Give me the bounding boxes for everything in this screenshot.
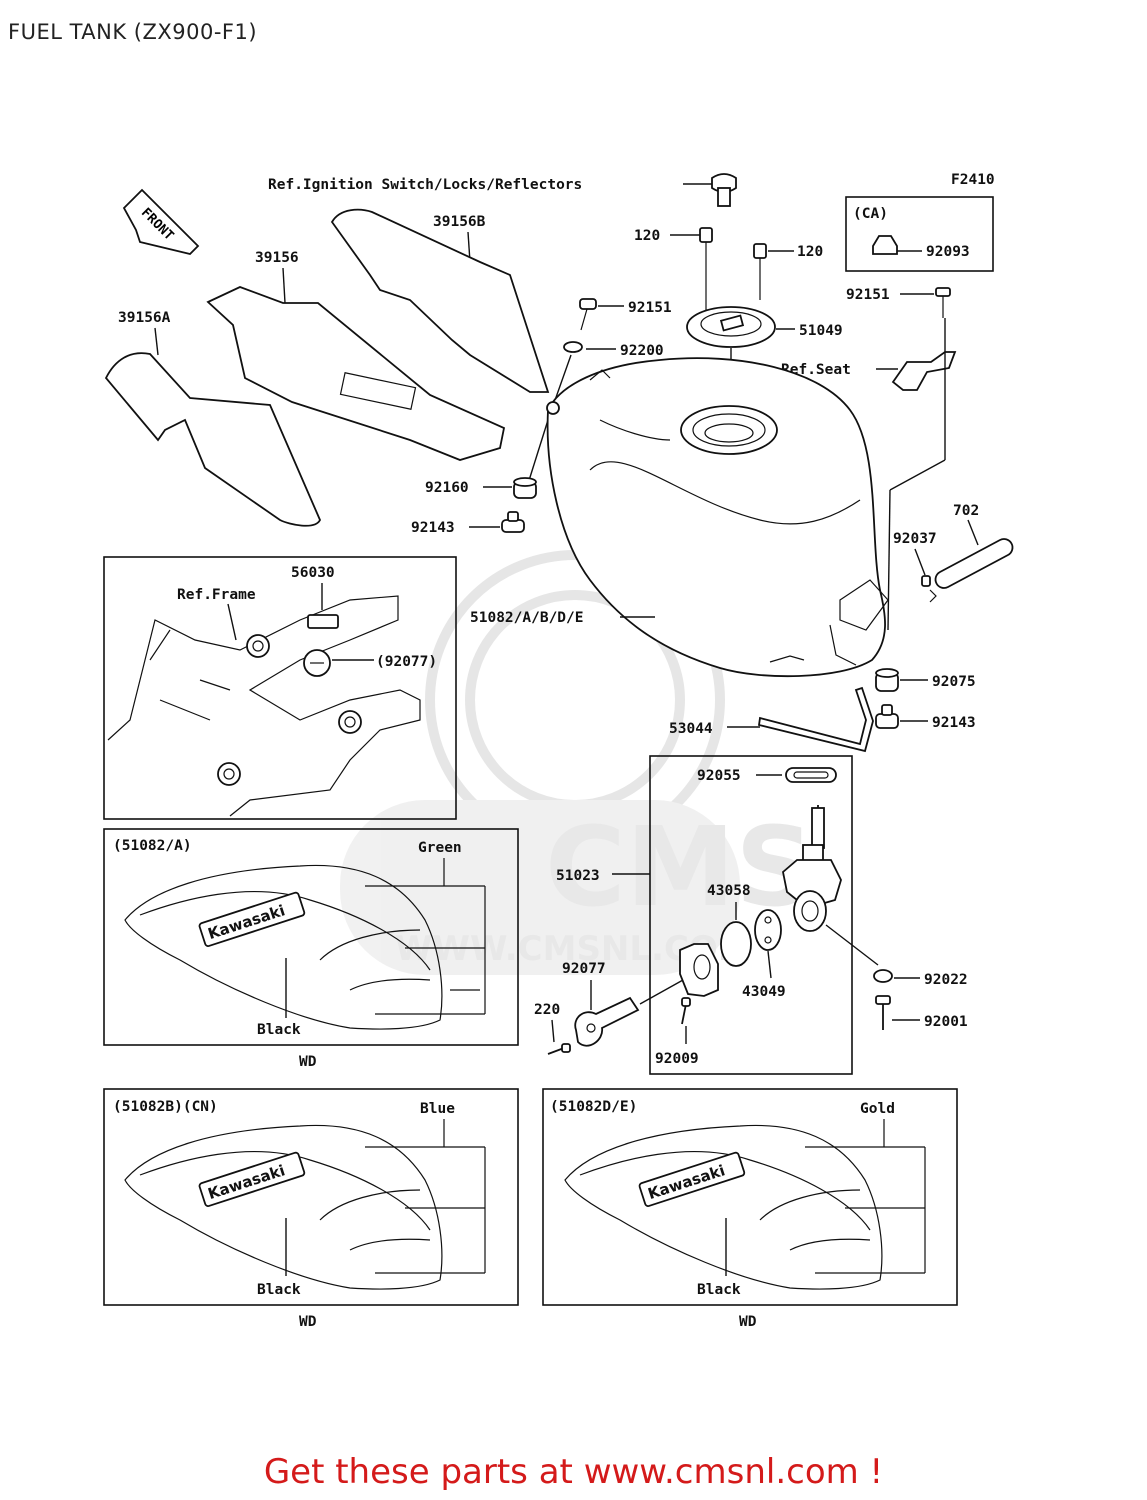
screw-icon xyxy=(681,997,691,1025)
part-92075: 92075 xyxy=(932,674,976,690)
part-51023: 51023 xyxy=(556,868,600,884)
part-51082: 51082/A/B/D/E xyxy=(470,610,584,626)
hose-clamp-icon xyxy=(921,575,937,603)
footer-call-to-action: Get these parts at www.cmsnl.com ! xyxy=(0,1452,1147,1492)
part-39156A: 39156A xyxy=(118,310,171,326)
part-92055: 92055 xyxy=(697,768,741,784)
cap-nut-icon xyxy=(872,235,898,255)
ref-frame-label: Ref.Frame xyxy=(177,587,256,603)
footer-suffix: ! xyxy=(858,1452,884,1492)
bolt-icon xyxy=(699,227,713,310)
variant-3-lower-color: Black xyxy=(697,1282,741,1298)
variant-1-note: WD xyxy=(299,1054,317,1070)
gasket-filter-icon xyxy=(754,909,782,951)
filler-cap-ring xyxy=(686,306,776,348)
liner-39156B xyxy=(330,208,550,393)
bolt-icon xyxy=(935,287,951,318)
variant-panel-3: (51082D/E) Gold Kawasaki Black WD xyxy=(542,1088,958,1330)
ignition-cap-icon xyxy=(711,173,737,207)
fuel-cock-body xyxy=(782,805,842,932)
fuel-hose xyxy=(934,538,1014,589)
bolt-icon xyxy=(753,243,767,300)
variant-2-lower-color: Black xyxy=(257,1282,301,1298)
ca-box-label: (CA) xyxy=(853,206,888,222)
part-92200: 92200 xyxy=(620,343,664,359)
part-92037: 92037 xyxy=(893,531,937,547)
part-220: 220 xyxy=(534,1002,560,1018)
bolt-icon xyxy=(875,995,891,1030)
part-39156B: 39156B xyxy=(433,214,486,230)
ref-ignition-label: Ref.Ignition Switch/Locks/Reflectors xyxy=(268,177,582,193)
frame-section xyxy=(107,595,421,817)
part-92022: 92022 xyxy=(924,972,968,988)
variant-3-note: WD xyxy=(739,1314,757,1330)
page-title: FUEL TANK (ZX900-F1) xyxy=(8,20,258,44)
variant-2-code: (51082B)(CN) xyxy=(113,1099,218,1115)
fuel-tank xyxy=(546,357,889,678)
part-43058: 43058 xyxy=(707,883,751,899)
footer-prefix: Get these parts at xyxy=(263,1452,584,1492)
part-92009: 92009 xyxy=(655,1051,699,1067)
grommet-icon xyxy=(513,477,537,499)
part-92151-left: 92151 xyxy=(628,300,672,316)
variant-panel-2: (51082B)(CN) Blue Kawasaki Black WD xyxy=(103,1088,519,1330)
variant-2-note: WD xyxy=(299,1314,317,1330)
damper-icon xyxy=(501,511,525,533)
damper-icon xyxy=(875,704,899,729)
fuel-cock-inset-box xyxy=(649,755,853,1075)
cmsnl-link[interactable]: www.cmsnl.com xyxy=(583,1452,859,1492)
variant-2-upper-color: Blue xyxy=(420,1101,455,1117)
part-56030: 56030 xyxy=(291,565,335,581)
figure-code: F2410 xyxy=(951,172,995,188)
part-92143-right: 92143 xyxy=(932,715,976,731)
grommet-icon xyxy=(875,668,899,692)
frame-inset-box xyxy=(103,556,457,820)
part-53044: 53044 xyxy=(669,721,713,737)
part-39156: 39156 xyxy=(255,250,299,266)
lever-plate-icon xyxy=(679,943,719,997)
part-92077-ref: (92077) xyxy=(376,654,437,670)
part-120-left: 120 xyxy=(634,228,660,244)
o-ring-icon xyxy=(720,921,752,967)
washer-icon xyxy=(563,341,583,353)
part-51049: 51049 xyxy=(799,323,843,339)
washer-icon xyxy=(873,969,893,983)
part-120-right: 120 xyxy=(797,244,823,260)
variant-3-code: (51082D/E) xyxy=(550,1099,637,1115)
liner-39156 xyxy=(206,286,506,461)
part-92093: 92093 xyxy=(926,244,970,260)
variant-1-upper-color: Green xyxy=(418,840,462,856)
ca-inset-box xyxy=(845,196,994,272)
part-92077: 92077 xyxy=(562,961,606,977)
kawasaki-logo: Kawasaki xyxy=(206,1161,288,1203)
liner-39156A xyxy=(104,352,321,527)
part-92160: 92160 xyxy=(425,480,469,496)
part-92001: 92001 xyxy=(924,1014,968,1030)
part-92151-right: 92151 xyxy=(846,287,890,303)
seat-bracket xyxy=(891,351,957,391)
part-702: 702 xyxy=(953,503,979,519)
variant-3-upper-color: Gold xyxy=(860,1101,895,1117)
part-43049: 43049 xyxy=(742,984,786,1000)
variant-1-code: (51082/A) xyxy=(113,838,192,854)
front-arrow-icon: FRONT xyxy=(122,188,200,255)
kawasaki-logo: Kawasaki xyxy=(206,901,288,943)
screw-icon xyxy=(579,298,597,331)
part-92143-left: 92143 xyxy=(411,520,455,536)
variant-panel-1: (51082/A) Green Kawasaki Black WD xyxy=(103,828,519,1070)
kawasaki-logo: Kawasaki xyxy=(646,1161,728,1203)
gasket-icon xyxy=(785,767,837,783)
screw-icon xyxy=(547,1043,571,1055)
variant-1-lower-color: Black xyxy=(257,1022,301,1038)
fuel-cock-lever-icon xyxy=(574,996,640,1047)
prop-rod xyxy=(757,686,874,753)
